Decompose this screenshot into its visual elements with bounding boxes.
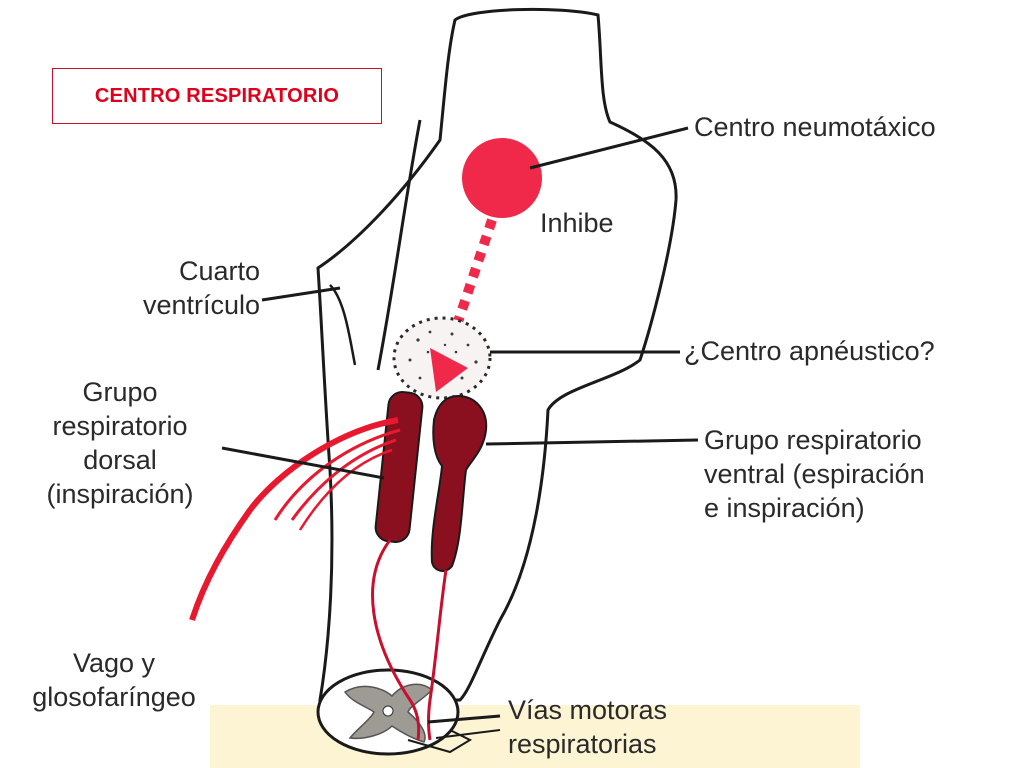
label-grupo-dorsal: Grupo respiratorio dorsal (inspiración): [14, 375, 226, 511]
label-cuarto-ventriculo: Cuarto ventrículo: [92, 254, 260, 322]
pneumotaxic-center-node: [462, 138, 542, 218]
label-centro-apneustico: ¿Centro apnéustico?: [684, 336, 935, 366]
vagus-fiber-4: [298, 448, 393, 531]
label-line: dorsal: [83, 445, 157, 475]
label-line: Grupo: [82, 377, 158, 407]
label-line: Grupo respiratorio: [704, 425, 922, 455]
motor-pathway-1: [371, 539, 421, 741]
ventral-respiratory-group-node: [430, 394, 488, 572]
vagus-fiber-3: [290, 438, 397, 521]
label-line: ventral (espiración: [704, 459, 925, 489]
page-title: CENTRO RESPIRATORIO: [52, 68, 382, 124]
label-grupo-ventral: Grupo respiratorio ventral (espiración e…: [704, 423, 925, 525]
label-inhibe: Inhibe: [540, 208, 614, 238]
dorsal-respiratory-group-node: [374, 391, 424, 543]
label-line: Vago y: [72, 648, 156, 678]
leader-vias-motoras-2: [435, 729, 501, 739]
fourth-ventricle-line: [376, 119, 422, 371]
motor-pathway-2: [427, 569, 448, 741]
label-line: respiratorias: [508, 729, 657, 759]
label-line: (inspiración): [46, 479, 194, 509]
vagus-fiber-2: [273, 428, 401, 521]
central-canal: [382, 705, 394, 717]
label-vago: Vago y glosofaríngeo: [6, 646, 222, 714]
label-line: glosofaríngeo: [32, 682, 196, 712]
leader-dorsal: [221, 446, 385, 480]
leader-vias-motoras: [427, 714, 501, 724]
label-vias-motoras: Vías motoras respiratorias: [508, 693, 667, 761]
label-line: e inspiración): [704, 493, 865, 523]
leader-cuarto: [261, 286, 341, 302]
leader-neumotaxico: [529, 126, 689, 170]
label-line: ventrículo: [142, 290, 260, 320]
label-centro-neumotaxico: Centro neumotáxico: [694, 112, 936, 142]
leader-ventral: [485, 438, 699, 446]
label-line: Cuarto: [178, 256, 260, 286]
label-line: respiratorio: [52, 411, 188, 441]
apneustic-stipple: [408, 330, 478, 386]
label-line: Vías motoras: [508, 695, 668, 725]
vagus-fiber-1: [189, 417, 399, 621]
inhibition-arrowhead: [430, 348, 468, 392]
